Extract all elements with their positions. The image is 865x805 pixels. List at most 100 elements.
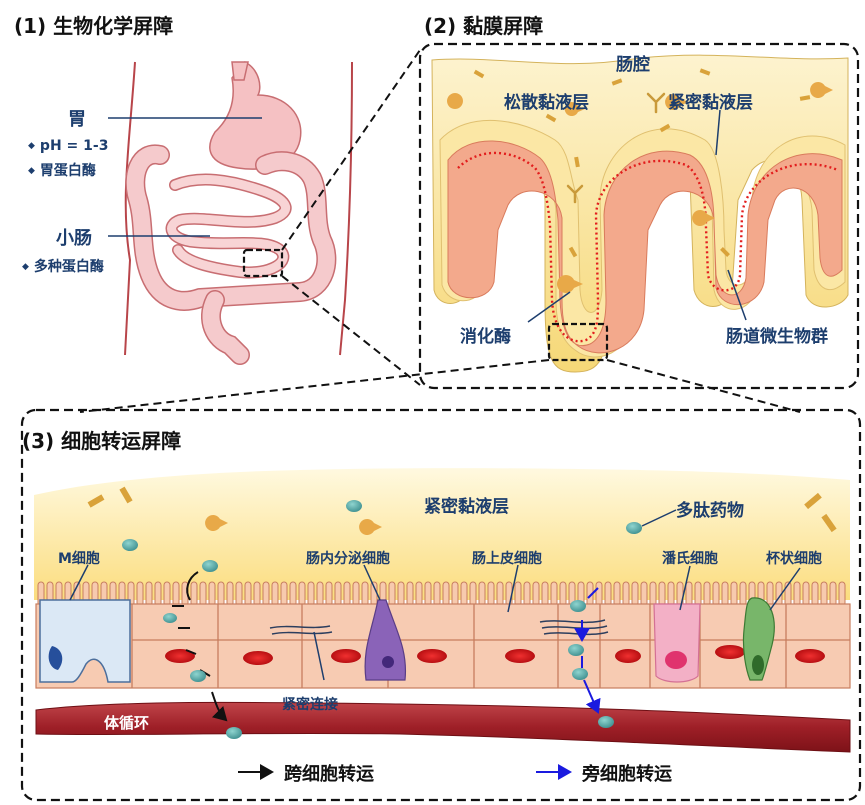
microvillus (208, 581, 216, 607)
microvillus (244, 581, 252, 607)
microvillus (172, 581, 180, 607)
circulation-label: 体循环 (104, 714, 150, 732)
microvillus (190, 581, 198, 607)
microvillus (523, 581, 531, 607)
section3-dense-mucus-label: 紧密黏液层 (424, 497, 509, 517)
microvillus (307, 581, 315, 607)
microvillus (163, 581, 171, 607)
microvillus (559, 581, 567, 607)
microvillus (289, 581, 297, 607)
microvillus (811, 581, 819, 607)
microvillus (433, 581, 441, 607)
goblet-cell (742, 597, 775, 681)
microvillus (640, 581, 648, 607)
microvillus (154, 581, 162, 607)
peptide-beads (122, 500, 642, 739)
legend-transcellular-label: 跨细胞转运 (284, 764, 374, 785)
tight-junction-1 (269, 625, 333, 635)
microvillus (199, 581, 207, 607)
enteroendocrine-cell (364, 599, 407, 681)
loose-mucus-label: 松散黏液层 (504, 93, 589, 113)
section3-frame (20, 408, 862, 802)
zoom-line-1b (281, 275, 421, 386)
microvillus (280, 581, 288, 607)
microvillus (739, 581, 747, 607)
blood-vessel (35, 701, 851, 753)
m-cell (39, 599, 131, 683)
microbiota-pointer (727, 269, 747, 321)
paneth-label: 潘氏细胞 (662, 551, 718, 567)
microvillus (316, 581, 324, 607)
microvillus (415, 581, 423, 607)
paracellular-path (574, 587, 601, 714)
microvillus (550, 581, 558, 607)
microvillus (262, 581, 270, 607)
microvillus (406, 581, 414, 607)
lumen-label: 肠腔 (616, 55, 650, 75)
microvillus (604, 581, 612, 607)
microvillus (145, 581, 153, 607)
microvillus (397, 581, 405, 607)
section3-title: (3) 细胞转运屏障 (22, 429, 182, 453)
microvillus (793, 581, 801, 607)
microvillus (667, 581, 675, 607)
epithelial-label: 肠上皮细胞 (472, 551, 542, 567)
microvillus (649, 581, 657, 607)
microvillus (514, 581, 522, 607)
microvillus (352, 581, 360, 607)
microvillus (388, 581, 396, 607)
dense-mucus-pointer (715, 109, 721, 156)
microvillus (496, 581, 504, 607)
zoom-line-1a (281, 49, 421, 251)
microvillus (487, 581, 495, 607)
microbiota-label: 肠道微生物群 (726, 327, 828, 347)
microvillus (226, 581, 234, 607)
enteroendocrine-label: 肠内分泌细胞 (306, 551, 390, 567)
tight-junction-label: 紧密连接 (282, 697, 338, 713)
stomach-label: 胃 (68, 109, 86, 130)
paneth-cell (653, 603, 701, 683)
microvillus (658, 581, 666, 607)
microvillus (838, 581, 846, 607)
enteroendocrine-pointer (363, 564, 381, 601)
goblet-pointer (769, 567, 801, 611)
microvillus (829, 581, 837, 607)
microvillus (613, 581, 621, 607)
microvillus (253, 581, 261, 607)
microvillus (343, 581, 351, 607)
microvillus (460, 581, 468, 607)
microvillus (442, 581, 450, 607)
peptide-label: 多肽药物 (676, 501, 744, 521)
section2-title: (2) 黏膜屏障 (424, 14, 544, 38)
microvillus (136, 581, 144, 607)
microvillus (361, 581, 369, 607)
gi-tract-illustration (124, 61, 353, 365)
legend-paracellular-label: 旁细胞转运 (582, 764, 672, 785)
microvillus (694, 581, 702, 607)
microvillus (271, 581, 279, 607)
goblet-label: 杯状细胞 (766, 551, 822, 567)
zoom-line-2b (606, 359, 801, 413)
peptide-pointer (641, 509, 677, 527)
microvillus (469, 581, 477, 607)
microvillus (298, 581, 306, 607)
section2-frame (418, 42, 860, 390)
microvillus (325, 581, 333, 607)
microvillus (766, 581, 774, 607)
zoom-box-1 (242, 248, 284, 278)
intestine-bullet-proteases: 多种蛋白酶 (22, 256, 104, 276)
epithelium-illustration (34, 468, 851, 689)
epithelial-pointer (507, 564, 519, 613)
stomach-bullet-pepsin: 胃蛋白酶 (28, 160, 96, 180)
microvillus (703, 581, 711, 607)
esophagus (231, 61, 249, 81)
enzyme-label: 消化酶 (460, 327, 511, 347)
enzyme-pointer (527, 291, 571, 323)
microvillus (802, 581, 810, 607)
microvillus (595, 581, 603, 607)
microvillus (478, 581, 486, 607)
microvillus (424, 581, 432, 607)
microvillus (217, 581, 225, 607)
microvillus (631, 581, 639, 607)
